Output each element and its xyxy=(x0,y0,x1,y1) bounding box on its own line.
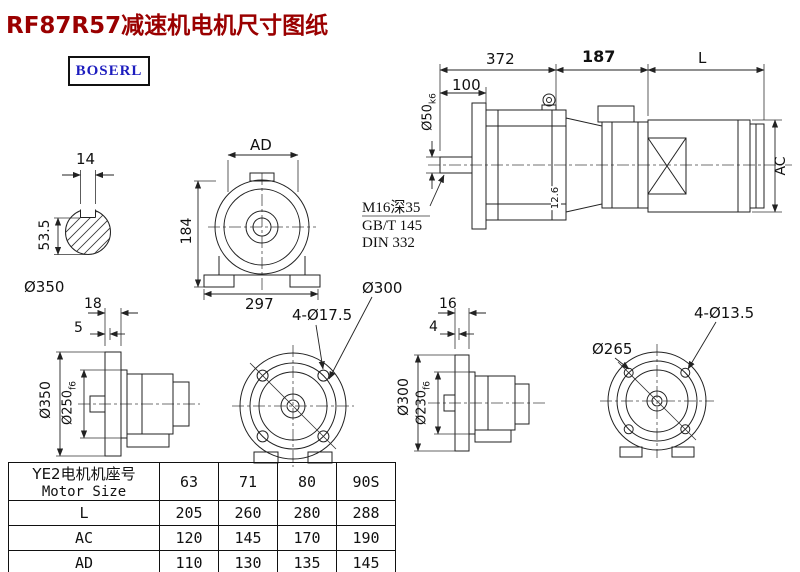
dim-keyway-14: 14 xyxy=(76,150,96,168)
dia-300-bolt-circle: Ø300 xyxy=(362,279,403,297)
cell-value: 120 xyxy=(159,525,219,551)
size-71: 71 xyxy=(218,462,278,501)
cell-value: 130 xyxy=(218,550,278,572)
motor-size-table: YE2电机机座号 Motor Size 63 71 80 90S L 205 2… xyxy=(8,462,396,572)
dim-AD: AD xyxy=(250,136,272,154)
dim-12-6: 12.6 xyxy=(550,185,561,211)
dim-100: 100 xyxy=(452,76,481,94)
gearbox-front-view xyxy=(194,151,321,300)
brand-logo-text: BOSERL xyxy=(75,62,143,79)
brand-logo: BOSERL xyxy=(68,56,150,86)
cell-value: 110 xyxy=(159,550,219,572)
dia-300-flange: Ø300 xyxy=(396,378,412,416)
dim-53-5: 53.5 xyxy=(37,219,53,251)
output-flange-side-view xyxy=(56,308,200,457)
dim-372: 372 xyxy=(486,50,515,68)
dim-297: 297 xyxy=(245,295,274,313)
motor-flange-side-view xyxy=(414,308,548,452)
cell-value: 145 xyxy=(336,550,396,572)
table-row-AC: AC 120 145 170 190 xyxy=(8,525,396,551)
cell-value: 190 xyxy=(336,525,396,551)
assembly-view xyxy=(362,64,792,230)
dim-shaft-diameter: Ø50k6 xyxy=(420,93,439,131)
header-en: Motor Size xyxy=(41,484,127,500)
cell-value: 205 xyxy=(159,500,219,526)
row-label: L xyxy=(8,500,160,526)
table-row-AD: AD 110 130 135 145 xyxy=(8,550,396,572)
cell-value: 145 xyxy=(218,525,278,551)
header-cn: YE2电机机座号 xyxy=(32,465,136,483)
note-thread: M16深35 xyxy=(362,200,421,216)
motor-flange-front-view xyxy=(600,321,717,458)
dim-187: 187 xyxy=(582,47,616,66)
table-row-L: L 205 260 280 288 xyxy=(8,500,396,526)
dia-230-pilot: Ø230f6 xyxy=(414,381,433,425)
size-63: 63 xyxy=(159,462,219,501)
cell-value: 280 xyxy=(277,500,337,526)
dim-AC: AC xyxy=(773,156,789,176)
output-flange-front-view xyxy=(232,296,373,467)
table-header-cell: YE2电机机座号 Motor Size xyxy=(8,462,160,501)
holes-4-17-5: 4-Ø17.5 xyxy=(292,306,353,324)
dim-184: 184 xyxy=(179,217,195,245)
table-header-row: YE2电机机座号 Motor Size 63 71 80 90S xyxy=(8,462,396,501)
dim-18: 18 xyxy=(84,296,102,312)
dia-250-pilot: Ø250f6 xyxy=(60,381,79,425)
shaft-section-view xyxy=(54,170,114,255)
size-90s: 90S xyxy=(336,462,396,501)
dim-16: 16 xyxy=(439,296,457,312)
holes-4-13-5: 4-Ø13.5 xyxy=(694,304,755,322)
dia-350-flange: Ø350 xyxy=(38,381,54,419)
cell-value: 288 xyxy=(336,500,396,526)
dia-265-bolt-circle: Ø265 xyxy=(592,340,633,358)
row-label: AC xyxy=(8,525,160,551)
cell-value: 170 xyxy=(277,525,337,551)
dim-5: 5 xyxy=(74,320,83,336)
note-gbt145: GB/T 145 xyxy=(362,218,423,234)
dim-L: L xyxy=(698,49,707,67)
page-title: RF87R57减速机电机尺寸图纸 xyxy=(6,13,329,39)
note-din332: DIN 332 xyxy=(362,235,415,251)
size-80: 80 xyxy=(277,462,337,501)
cell-value: 260 xyxy=(218,500,278,526)
cell-value: 135 xyxy=(277,550,337,572)
dim-4: 4 xyxy=(429,319,438,335)
dia-350-section: Ø350 xyxy=(24,278,65,296)
row-label: AD xyxy=(8,550,160,572)
